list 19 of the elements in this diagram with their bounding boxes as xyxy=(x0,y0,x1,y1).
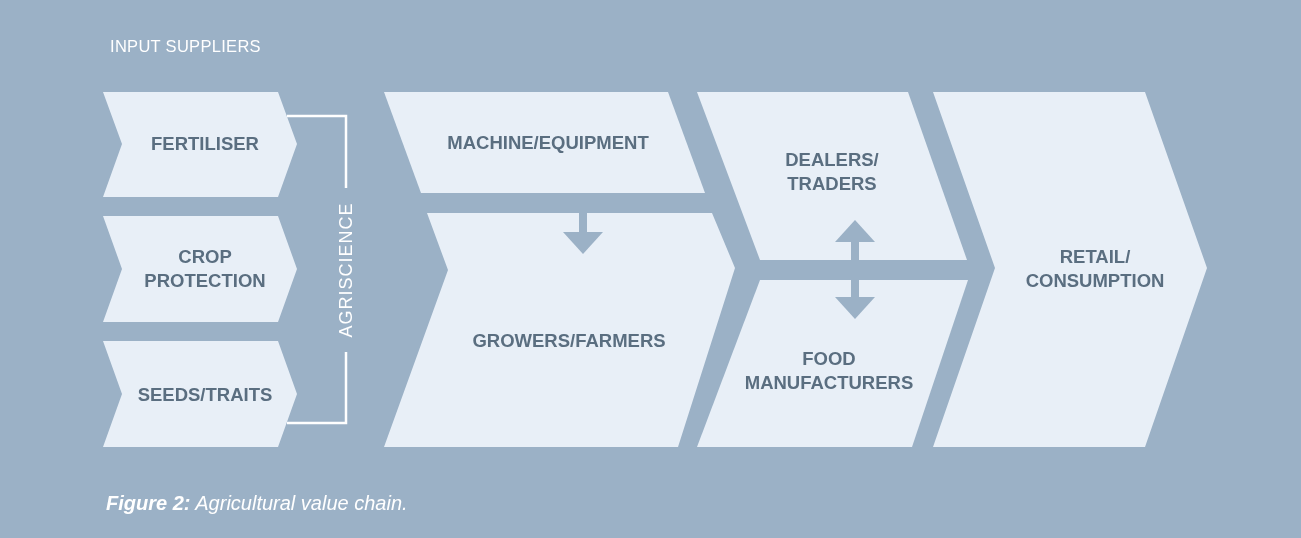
chevron-shape xyxy=(384,213,735,447)
node-label: CROP PROTECTION xyxy=(143,244,267,293)
chevron-shape xyxy=(103,92,297,197)
node-label: FERTILISER xyxy=(150,132,260,156)
node-label: FOOD MANUFACTURERS xyxy=(743,346,915,395)
chevron-shape xyxy=(103,216,297,322)
node-label: DEALERS/ TRADERS xyxy=(784,147,880,196)
node-label: RETAIL/ CONSUMPTION xyxy=(1024,244,1166,293)
slanted-box xyxy=(384,92,705,193)
slanted-box xyxy=(697,92,967,260)
chevron-shape xyxy=(103,341,297,447)
arrow xyxy=(835,220,875,319)
node-label: MACHINE/EQUIPMENT xyxy=(446,131,650,155)
section-heading: INPUT SUPPLIERS xyxy=(110,37,261,56)
slanted-box xyxy=(697,280,968,447)
bracket-label: AGRISCIENCE xyxy=(335,202,357,338)
figure-caption: Figure 2: Agricultural value chain. xyxy=(106,492,408,515)
node-label: GROWERS/FARMERS xyxy=(471,329,667,353)
node-label: SEEDS/TRAITS xyxy=(136,383,274,407)
